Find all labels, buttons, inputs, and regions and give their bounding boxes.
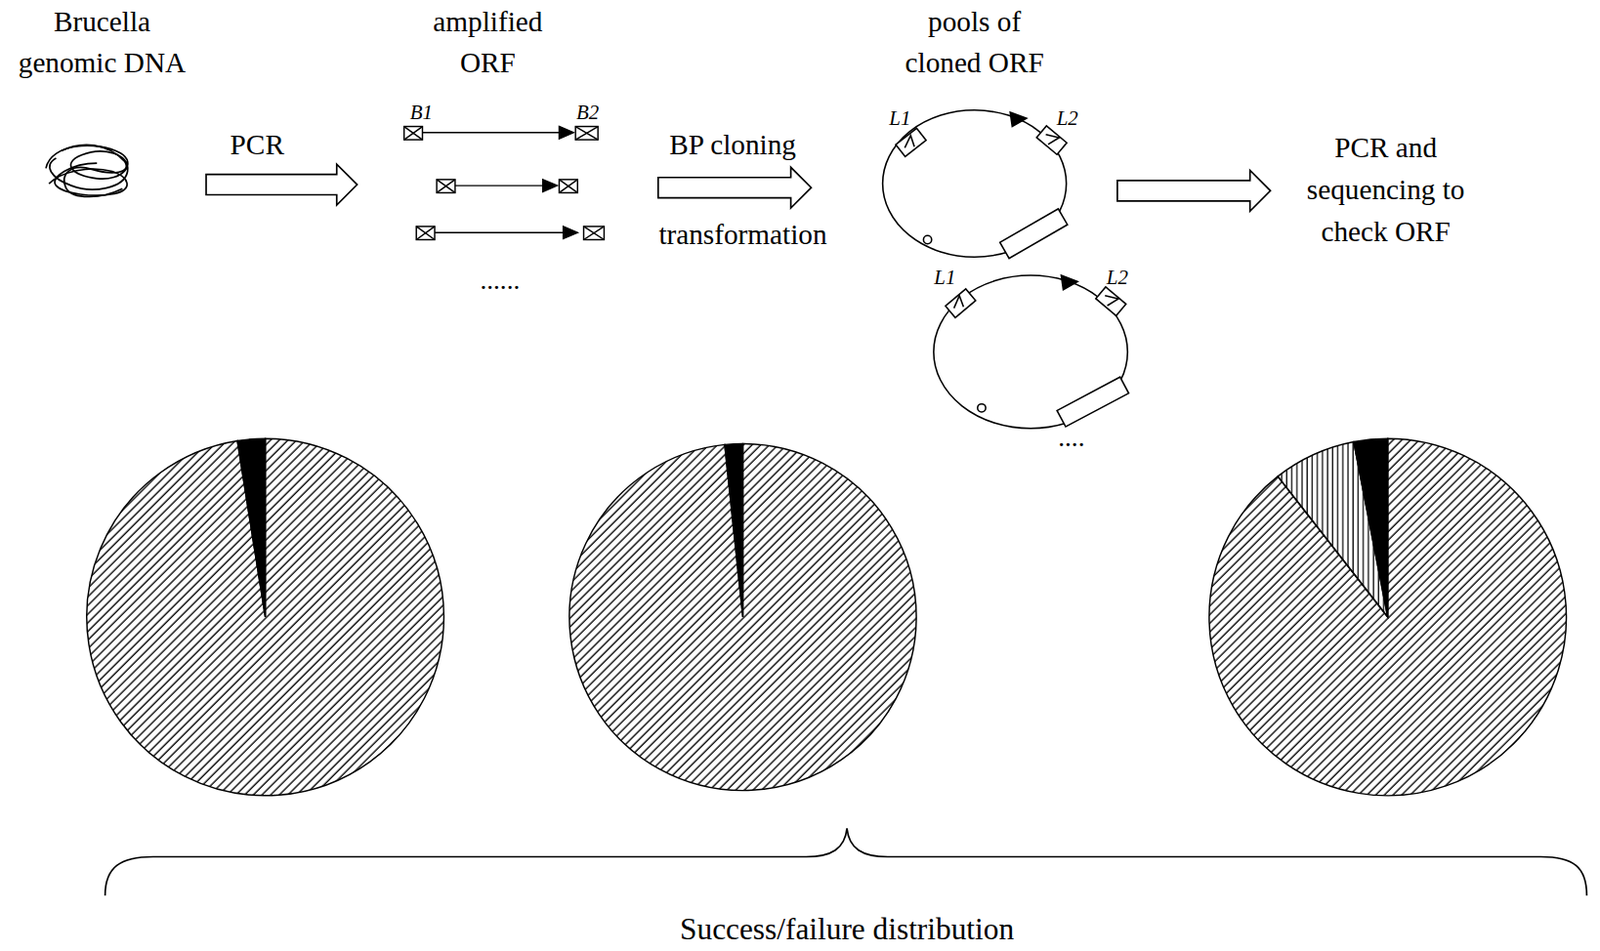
stage-label: Brucella genomic DNA [4,1,199,85]
plasmid [933,275,1130,429]
step-label: BP cloning [645,126,820,165]
process-arrow [206,164,358,206]
site-label: L1 [879,106,921,131]
pie-slice [86,438,445,797]
fragment [436,179,578,194]
site-label: L2 [1096,265,1138,291]
site-label: L2 [1047,106,1089,131]
stage-label: amplified ORF [411,1,565,85]
ellipsis: .... [1041,421,1103,453]
ellipsis: ...... [459,265,542,296]
pie-chart [86,438,445,797]
plasmid [883,110,1068,259]
pie-slice [1209,438,1567,797]
site-label: B2 [567,99,609,125]
process-arrow [206,164,1271,211]
curly-brace [105,828,1588,896]
pie-slice [724,443,744,618]
process-arrow [1117,169,1271,211]
step-label: PCR [210,126,303,165]
dna-squiggle [45,144,128,197]
pie-slice [237,438,266,618]
fragment [416,226,604,241]
pie-chart [569,443,917,791]
stage-label: pools of cloned ORF [886,1,1063,85]
stage-label: PCR and sequencing to check ORF [1288,126,1482,253]
summary-label: Success/failure distribution [632,911,1062,949]
fragment [404,126,598,141]
pie-slice [569,443,917,791]
pie-charts [86,438,1567,797]
site-label: L1 [924,265,966,291]
pie-slice [1353,438,1389,618]
pcr-fragments [404,126,605,241]
site-label: B1 [401,99,443,125]
process-arrow [658,167,812,209]
pie-chart [1209,438,1567,797]
step-label: transformation [635,215,850,253]
